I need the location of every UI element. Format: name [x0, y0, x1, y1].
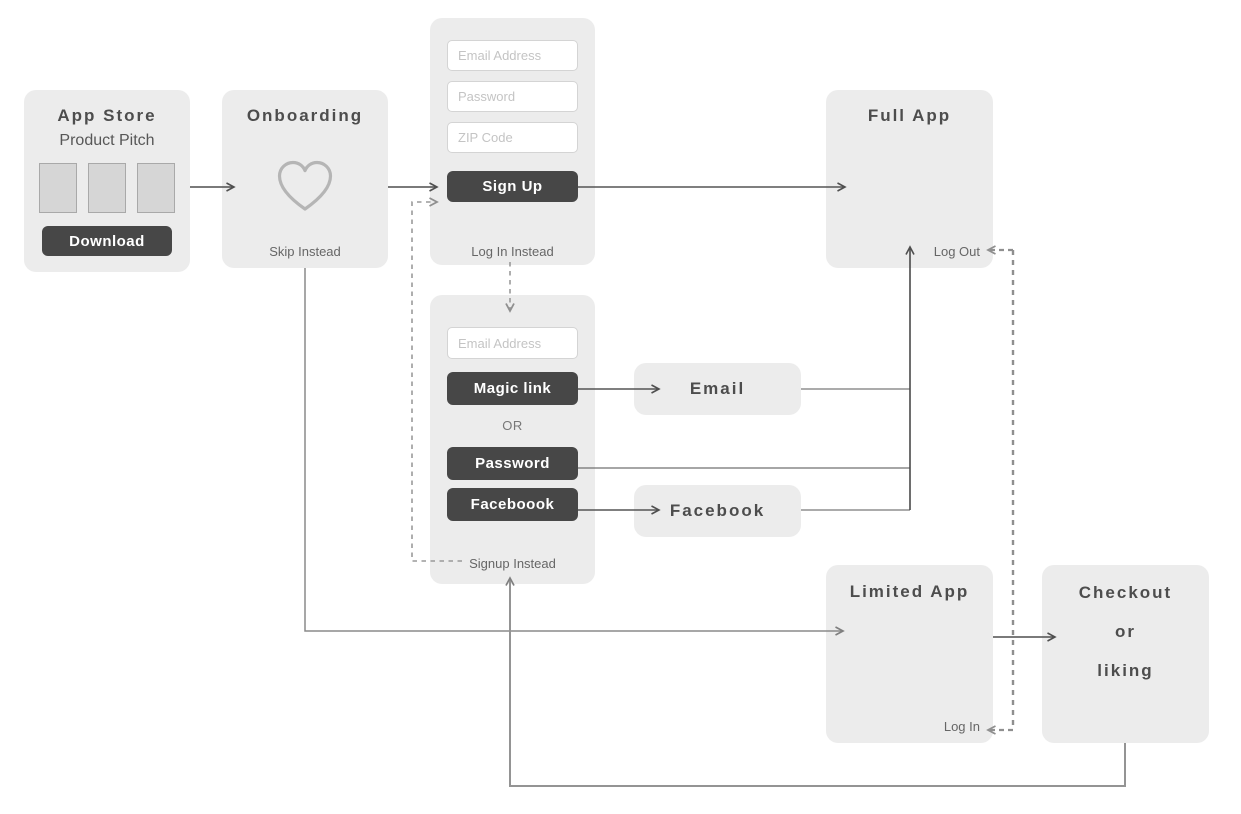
signup-password-input[interactable] [447, 81, 578, 112]
app-screenshots-row [24, 163, 190, 213]
app-store-title: App Store [57, 106, 157, 125]
facebook-node: Facebook [634, 485, 801, 537]
signup-email-input[interactable] [447, 40, 578, 71]
onboarding-title: Onboarding [246, 106, 364, 125]
limited-app-node: Limited App Log In [826, 565, 993, 743]
checkout-title-line1: Checkout [1078, 583, 1173, 602]
facebook-title: Facebook [669, 501, 766, 520]
log-in-link[interactable]: Log In [943, 719, 980, 734]
log-out-link[interactable]: Log Out [933, 244, 980, 259]
app-store-node: App Store Product Pitch Download [24, 90, 190, 272]
onboarding-node: Onboarding Skip Instead [222, 90, 388, 268]
sign-up-button[interactable]: Sign Up [447, 171, 578, 202]
edge-checkout-loop-to-login-form [505, 576, 1126, 787]
checkout-node: Checkout or liking [1042, 565, 1209, 743]
download-button[interactable]: Download [42, 226, 172, 256]
login-email-input[interactable] [447, 327, 578, 359]
magic-link-button[interactable]: Magic link [447, 372, 578, 405]
limited-app-title: Limited App [849, 582, 970, 601]
login-form-node: Magic link OR Password Faceboook Signup … [430, 295, 595, 584]
app-screenshot-placeholder [137, 163, 175, 213]
app-screenshot-placeholder [88, 163, 126, 213]
full-app-title: Full App [867, 106, 952, 125]
password-login-button[interactable]: Password [447, 447, 578, 480]
app-screenshot-placeholder [39, 163, 77, 213]
email-title: Email [689, 379, 746, 398]
or-separator-label: OR [502, 418, 523, 433]
product-pitch-subtitle: Product Pitch [59, 132, 155, 149]
skip-instead-link[interactable]: Skip Instead [269, 244, 341, 259]
heart-outline-icon [277, 160, 333, 211]
full-app-node: Full App Log Out [826, 90, 993, 268]
checkout-title-line3: liking [1097, 661, 1154, 680]
signup-form-node: Sign Up Log In Instead [430, 18, 595, 265]
checkout-title-line2: or [1115, 622, 1136, 641]
signup-instead-link[interactable]: Signup Instead [469, 556, 556, 571]
email-node: Email [634, 363, 801, 415]
facebook-login-button[interactable]: Faceboook [447, 488, 578, 521]
signup-zip-input[interactable] [447, 122, 578, 153]
log-in-instead-link[interactable]: Log In Instead [471, 244, 554, 259]
